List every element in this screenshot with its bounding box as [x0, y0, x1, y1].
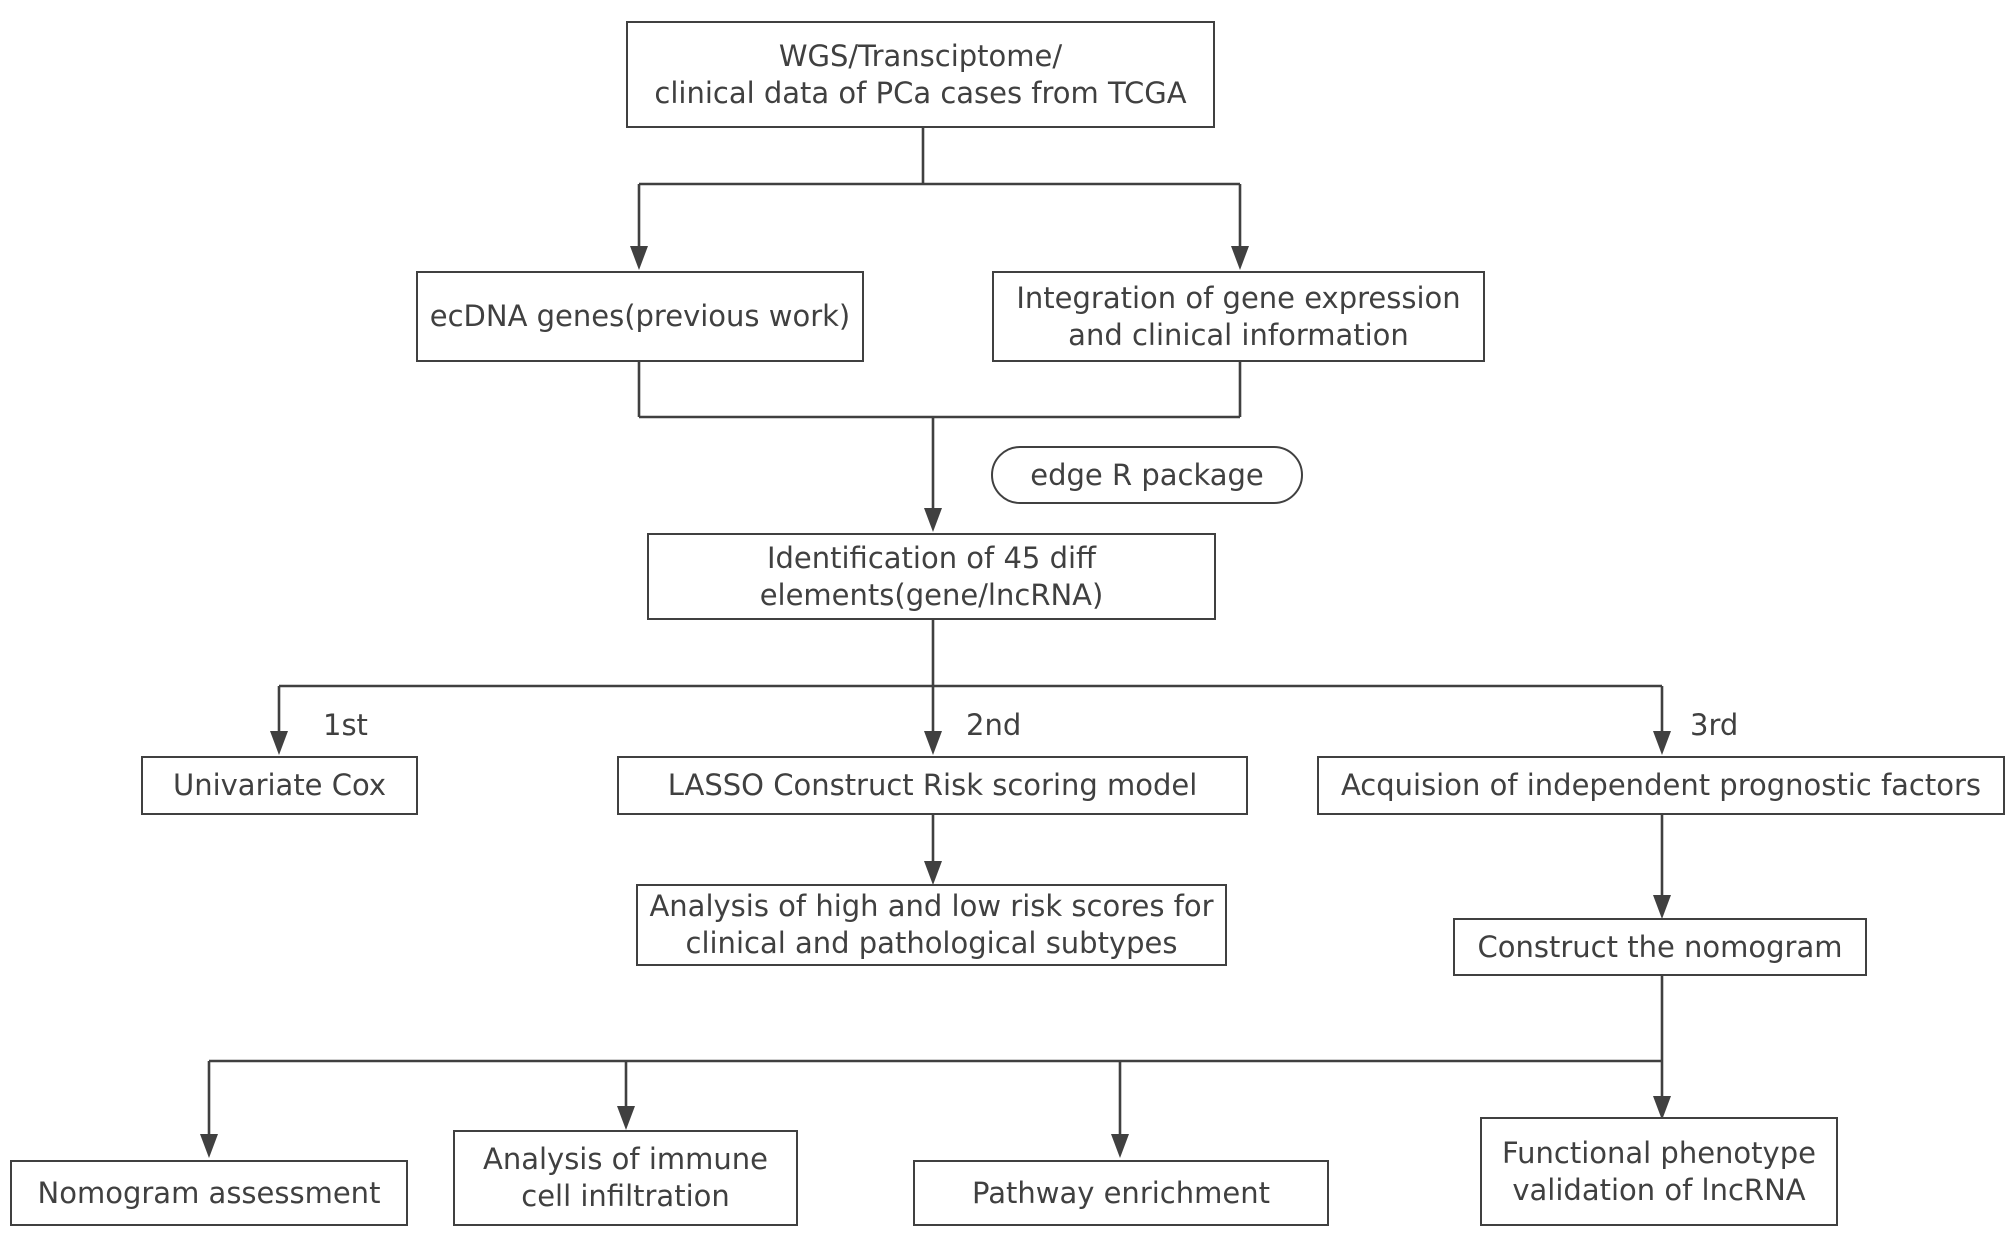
node-independent-factors: Acquision of independent prognostic fact… [1317, 756, 2005, 815]
node-immune-infiltration: Analysis of immune cell infiltration [453, 1130, 798, 1226]
arrowhead-to-identification [924, 508, 942, 532]
step-label-first: 1st [323, 708, 368, 742]
node-nomogram-assessment: Nomogram assessment [10, 1160, 408, 1226]
arrowhead-to-lasso [924, 731, 942, 755]
arrowhead-to-pathway [1111, 1134, 1129, 1158]
arrowhead-to-risk-analysis [924, 861, 942, 885]
node-risk-score-analysis: Analysis of high and low risk scores for… [636, 884, 1227, 966]
node-lasso-model: LASSO Construct Risk scoring model [617, 756, 1248, 815]
arrowhead-to-integration [1231, 246, 1249, 270]
node-edger-package: edge R package [991, 446, 1303, 504]
arrowhead-to-immune [617, 1106, 635, 1130]
node-source-data: WGS/Transciptome/ clinical data of PCa c… [626, 21, 1215, 128]
node-construct-nomogram: Construct the nomogram [1453, 918, 1867, 976]
arrowhead-to-acquisition [1653, 731, 1671, 755]
arrowhead-to-nomogram [1653, 895, 1671, 919]
node-identification: Identification of 45 diff elements(gene/… [647, 533, 1216, 620]
node-functional-validation: Functional phenotype validation of lncRN… [1480, 1117, 1838, 1226]
arrowhead-to-univariate [270, 731, 288, 755]
arrowhead-to-functional [1653, 1096, 1671, 1120]
arrowhead-to-assessment [200, 1134, 218, 1158]
node-univariate-cox: Univariate Cox [141, 756, 418, 815]
step-label-third: 3rd [1690, 708, 1739, 742]
node-integration: Integration of gene expression and clini… [992, 271, 1485, 362]
arrowhead-to-ecdna [630, 246, 648, 270]
step-label-second: 2nd [966, 708, 1022, 742]
node-pathway-enrichment: Pathway enrichment [913, 1160, 1329, 1226]
node-ecdna-genes: ecDNA genes(previous work) [416, 271, 864, 362]
